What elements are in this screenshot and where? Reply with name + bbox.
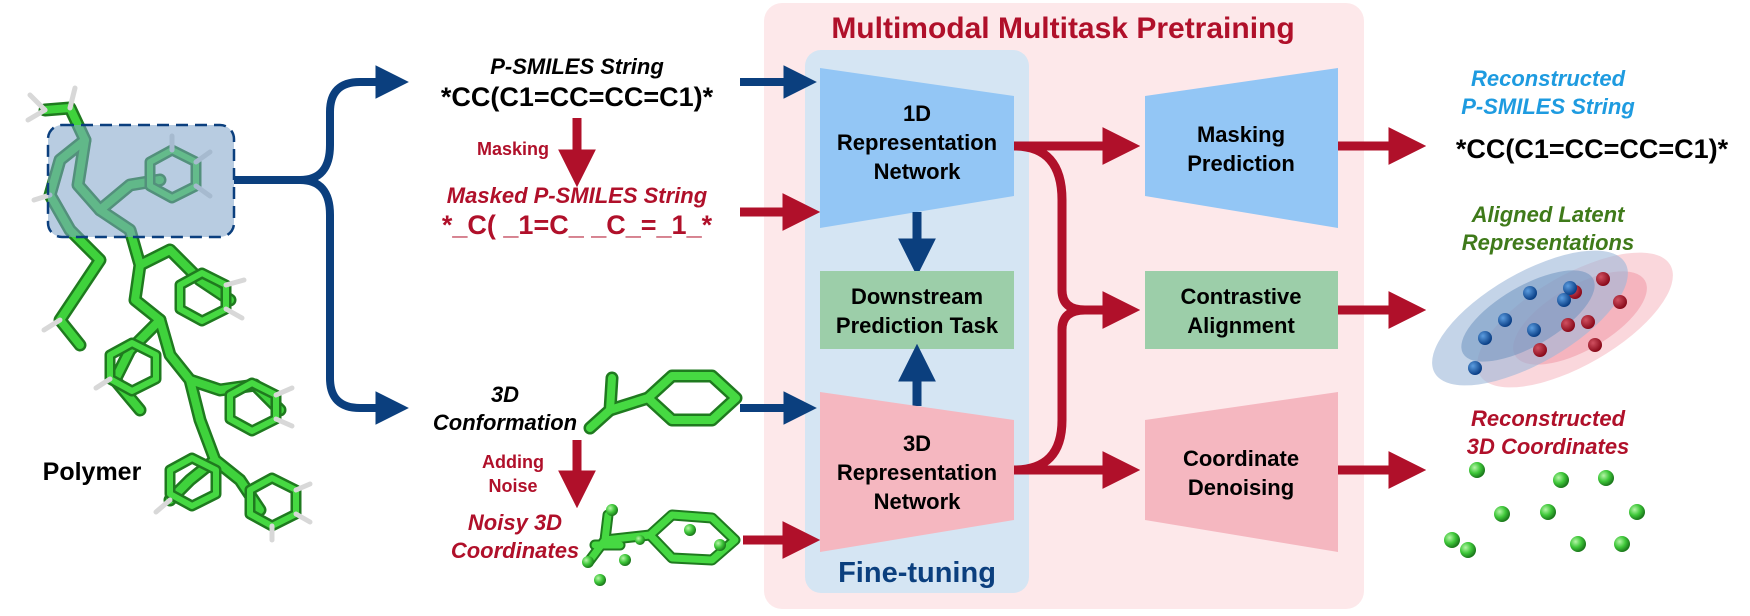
- denoising-line2: Denoising: [1188, 475, 1294, 500]
- noisy-coords-line1: Noisy 3D: [468, 510, 562, 535]
- 3d-network-line2: Representation: [837, 460, 997, 485]
- finetuning-title: Fine-tuning: [838, 557, 996, 589]
- conformation-line1: 3D: [491, 382, 519, 407]
- conformation-molecule-image: [583, 369, 743, 435]
- masked-caption: Masked P-SMILES String: [447, 183, 708, 208]
- aligned-caption-line1: Aligned Latent: [1471, 202, 1626, 227]
- recon-smiles-caption-line1: Reconstructed: [1471, 66, 1626, 91]
- 3d-network-line1: 3D: [903, 431, 931, 456]
- 3d-network-line3: Network: [874, 489, 962, 514]
- contrastive-line1: Contrastive: [1180, 284, 1301, 309]
- split-arrows: [234, 65, 409, 425]
- noise-label-line2: Noise: [488, 476, 537, 496]
- masking-prediction-line2: Prediction: [1187, 151, 1295, 176]
- pretraining-title: Multimodal Multitask Pretraining: [831, 12, 1294, 45]
- noisy-molecule-image: [582, 504, 741, 586]
- downstream-line1: Downstream: [851, 284, 983, 309]
- masked-string: *_C( _1=C_ _C_=_1_*: [442, 210, 713, 240]
- noisy-coords-line2: Coordinates: [451, 538, 579, 563]
- conformation-line2: Conformation: [433, 410, 577, 435]
- 1d-network-line3: Network: [874, 159, 962, 184]
- psmiles-caption: P-SMILES String: [490, 54, 664, 79]
- psmiles-string: *CC(C1=CC=CC=C1)*: [441, 82, 714, 112]
- task-flow-arrows: [1013, 127, 1141, 489]
- aligned-latent-cluster-image: [1432, 250, 1673, 388]
- downstream-task-box: [820, 271, 1014, 349]
- 3d-network-box: [820, 392, 1014, 552]
- recon-coords-caption-line2: 3D Coordinates: [1467, 434, 1630, 459]
- 1d-network-line2: Representation: [837, 130, 997, 155]
- recon-smiles-caption-line2: P-SMILES String: [1461, 94, 1635, 119]
- reconstructed-atoms-image: [1444, 462, 1645, 558]
- repeat-unit-highlight: [46, 123, 236, 239]
- 1d-network-line1: 1D: [903, 101, 931, 126]
- polymer-label: Polymer: [43, 458, 142, 486]
- aligned-caption-line2: Representations: [1462, 230, 1634, 255]
- downstream-line2: Prediction Task: [836, 313, 999, 338]
- recon-smiles-string: *CC(C1=CC=CC=C1)*: [1456, 134, 1729, 164]
- coordinate-denoising-box: [1145, 392, 1338, 552]
- masking-prediction-box: [1145, 68, 1338, 228]
- masking-prediction-line1: Masking: [1197, 122, 1285, 147]
- noise-label-line1: Adding: [482, 452, 544, 472]
- recon-coords-caption-line1: Reconstructed: [1471, 406, 1626, 431]
- contrastive-line2: Alignment: [1187, 313, 1295, 338]
- contrastive-alignment-box: [1145, 271, 1338, 349]
- denoising-line1: Coordinate: [1183, 446, 1299, 471]
- 1d-network-box: [820, 68, 1014, 228]
- masking-label: Masking: [477, 139, 549, 159]
